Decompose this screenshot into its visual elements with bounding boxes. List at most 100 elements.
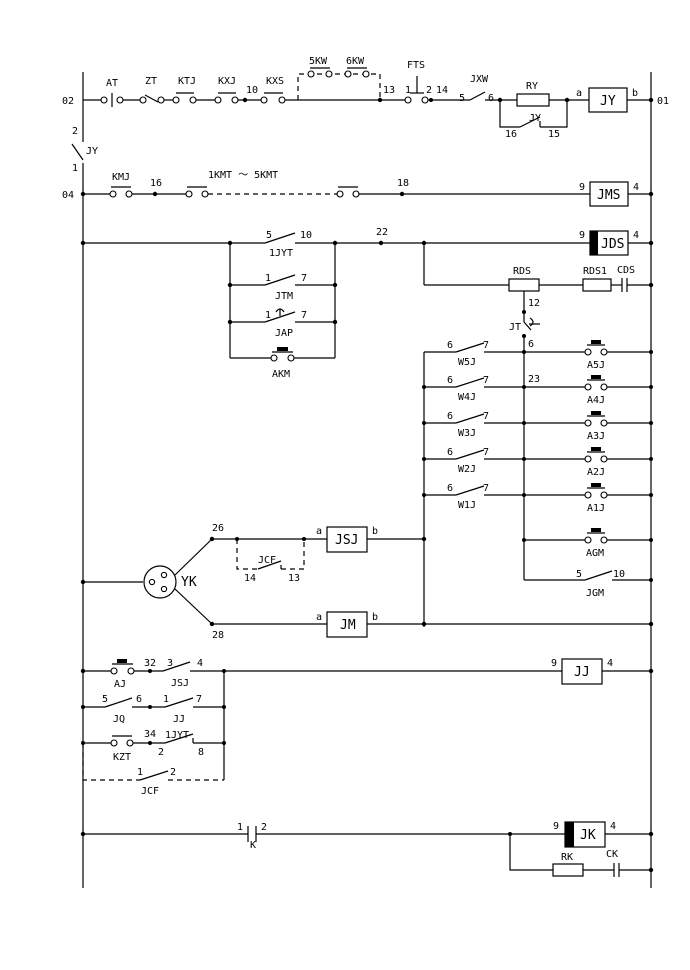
num-26: 26	[212, 523, 224, 534]
svg-text:7: 7	[483, 483, 489, 494]
svg-text:10: 10	[613, 569, 625, 580]
num-1-jtm: 1	[265, 273, 271, 284]
label-A1J: A1J	[587, 503, 605, 514]
coil-JMS-4: 4	[633, 182, 639, 193]
label-ZT: ZT	[145, 76, 157, 87]
label-RDS1: RDS1	[583, 266, 607, 277]
svg-text:4: 4	[197, 658, 203, 669]
label-JT: JT	[509, 322, 521, 333]
svg-text:1: 1	[163, 694, 169, 705]
jy-branch-top-num: 2	[72, 126, 78, 137]
coil-JK: JK	[580, 828, 596, 843]
label-JCF-yk: JCF	[258, 555, 276, 566]
num-6: 6	[488, 93, 494, 104]
button-A1J: A1J	[524, 483, 653, 514]
label-A4J: A4J	[587, 395, 605, 406]
label-W3J: W3J	[458, 428, 476, 439]
label-JTM: JTM	[275, 291, 293, 302]
label-YK: YK	[181, 575, 197, 590]
svg-text:6: 6	[447, 340, 453, 351]
label-JY-contact: JY	[529, 113, 541, 124]
label-A5J: A5J	[587, 360, 605, 371]
label-A3J: A3J	[587, 431, 605, 442]
num-14-jcf: 14	[244, 573, 256, 584]
label-KZT: KZT	[113, 752, 131, 763]
svg-text:7: 7	[483, 447, 489, 458]
coil-JJ-4: 4	[607, 658, 613, 669]
coil-JM-b: b	[372, 612, 378, 623]
label-KMJ: KMJ	[112, 172, 130, 183]
row-3: 5 10 1JYT 22 JDS 9 4 1 7 JTM 1 7 JAP	[80, 227, 654, 380]
num-2: 2	[426, 85, 432, 96]
svg-text:7: 7	[483, 411, 489, 422]
coil-JK-4: 4	[610, 821, 616, 832]
label-K: K	[250, 840, 256, 851]
svg-text:7: 7	[483, 375, 489, 386]
svg-text:6: 6	[447, 411, 453, 422]
coil-JY: JY	[600, 94, 616, 109]
svg-text:7: 7	[196, 694, 202, 705]
svg-text:6: 6	[136, 694, 142, 705]
coil-JSJ-a: a	[316, 526, 322, 537]
button-A5J: A5J	[524, 340, 653, 371]
num-15: 15	[548, 129, 560, 140]
num-1: 1	[405, 85, 411, 96]
coil-JM: JM	[340, 618, 356, 633]
num-13: 13	[383, 85, 395, 96]
num-32: 32	[144, 658, 156, 669]
label-CDS: CDS	[617, 265, 635, 276]
svg-text:2: 2	[261, 822, 267, 833]
num-13-jcf: 13	[288, 573, 300, 584]
label-JSJ-contact: JSJ	[171, 678, 189, 689]
svg-text:1: 1	[237, 822, 243, 833]
aj-group: A5J A4J A3J A2J A1J	[522, 340, 653, 599]
label-A2J: A2J	[587, 467, 605, 478]
label-KTJ: KTJ	[178, 76, 196, 87]
coil-JDS-4: 4	[633, 230, 639, 241]
svg-text:6: 6	[447, 483, 453, 494]
num-28: 28	[212, 630, 224, 641]
num-34: 34	[144, 729, 156, 740]
num-7-jtm: 7	[301, 273, 307, 284]
label-6KW: 6KW	[346, 56, 365, 67]
num-7-jap: 7	[301, 310, 307, 321]
label-1JYT-jj: 1JYT	[165, 730, 189, 741]
contact-W2J: 6 7 W2J	[422, 447, 526, 475]
row-1: 02 01 AT ZT KTJ KXJ 10 KXS 5	[62, 56, 669, 140]
label-5KW: 5KW	[309, 56, 328, 67]
row-2: 04 KMJ 16 1KMT ～ 5KMT 18 JMS 9 4	[62, 170, 654, 207]
label-JQ: JQ	[113, 714, 125, 725]
jk-section: 1 2 K JK 9 4 RK CK	[80, 821, 654, 877]
svg-text:6: 6	[447, 447, 453, 458]
num-5-1jyt: 5	[266, 230, 272, 241]
label-FTS: FTS	[407, 60, 425, 71]
coil-JSJ: JSJ	[335, 533, 358, 548]
svg-text:2: 2	[158, 747, 164, 758]
svg-text:7: 7	[483, 340, 489, 351]
button-A4J: A4J	[524, 375, 653, 406]
label-W2J: W2J	[458, 464, 476, 475]
coil-JY-b: b	[632, 88, 638, 99]
button-A3J: A3J	[524, 411, 653, 442]
label-JXW: JXW	[470, 74, 489, 85]
label-JGM: JGM	[586, 588, 604, 599]
num-12: 12	[528, 298, 540, 309]
jy-rail-contact: 2 JY 1	[71, 126, 98, 174]
coil-JK-9: 9	[553, 821, 559, 832]
coil-JJ-9: 9	[551, 658, 557, 669]
num-5: 5	[459, 93, 465, 104]
svg-text:8: 8	[198, 747, 204, 758]
num-6-jt: 6	[528, 339, 534, 350]
coil-JDS-9: 9	[579, 230, 585, 241]
num-23: 23	[528, 374, 540, 385]
svg-text:6: 6	[447, 375, 453, 386]
label-KXJ: KXJ	[218, 76, 236, 87]
svg-text:5: 5	[576, 569, 582, 580]
coil-JJ: JJ	[574, 665, 590, 680]
svg-text:3: 3	[167, 658, 173, 669]
label-AGM: AGM	[586, 548, 604, 559]
